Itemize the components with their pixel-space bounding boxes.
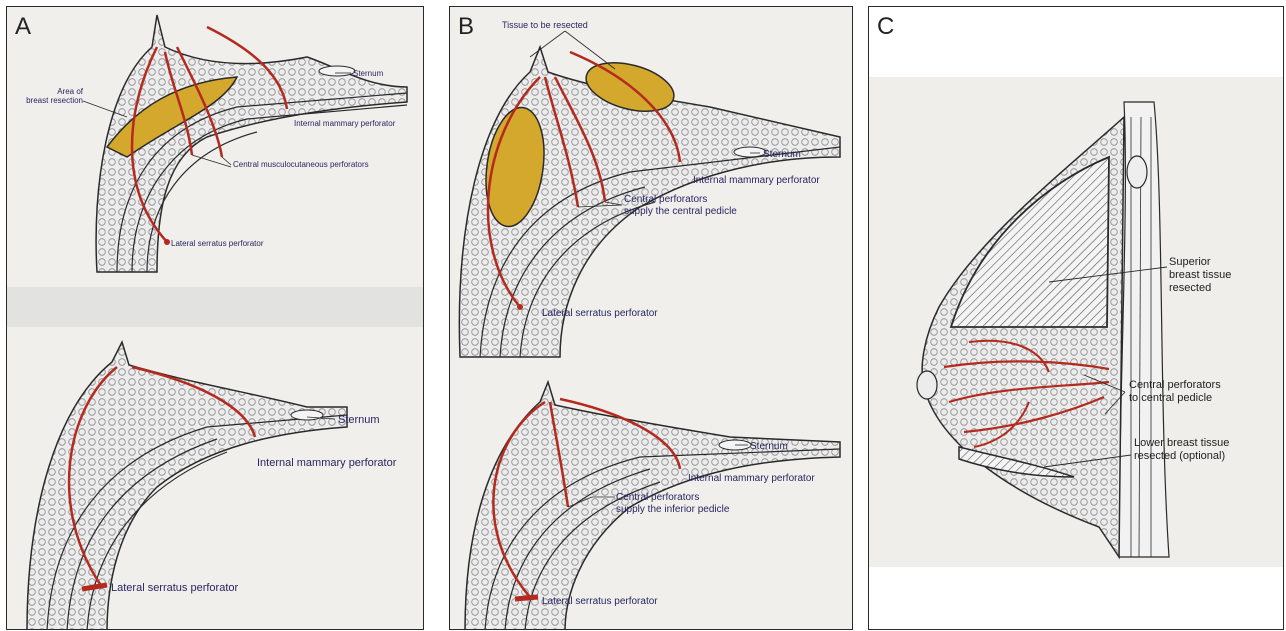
a-bottom-sternum-label: Sternum [338,414,380,426]
b-top-sternum-label: Sternum [763,149,801,160]
b-bottom-sternum-label: Sternum [750,441,788,452]
a-top-central-label: Central musculocutaneous perforators [233,160,369,169]
b-top-lateral-label: Lateral serratus perforator [542,308,658,319]
c-central-label-2: to central pedicle [1129,392,1212,404]
a-top-lateral-label: Lateral serratus perforator [171,239,264,248]
b-top-central-label-2: supply the central pedicle [624,206,737,217]
panel-c: C Superior breast tissue [868,6,1284,630]
panel-letter-c: C [877,13,894,41]
a-area-label-1: Area of [57,87,84,96]
panel-letter-a: A [15,13,31,41]
c-superior-label-1: Superior [1169,256,1211,268]
panel-a: A Area of breast resection Sternum Inter… [6,6,424,630]
b-top-internal-label: Internal mammary perforator [693,175,820,186]
b-bottom-central-label-1: Central perforators [616,492,699,503]
b-tissue-label: Tissue to be resected [502,20,588,30]
a-area-label-2: breast resection [26,96,83,105]
panel-c-illustration: Superior breast tissue resected Central … [869,7,1284,630]
a-top-sternum-label: Sternum [353,69,384,78]
panel-letter-b: B [458,13,474,41]
c-superior-label-2: breast tissue [1169,269,1231,281]
c-lower-label-1: Lower breast tissue [1134,437,1229,449]
b-bottom-central-label-2: supply the inferior pedicle [616,504,730,515]
b-bottom-lateral-label: Lateral serratus perforator [542,596,658,607]
a-bottom-lateral-label: Lateral serratus perforator [111,582,239,594]
a-bottom-internal-label: Internal mammary perforator [257,457,397,469]
a-top-internal-label: Internal mammary perforator [294,119,396,128]
c-superior-label-3: resected [1169,282,1211,294]
panel-a-illustration: Area of breast resection Sternum Interna… [7,7,424,630]
c-central-label-1: Central perforators [1129,379,1221,391]
c-lower-label-2: resected (optional) [1134,450,1225,462]
b-bottom-internal-label: Internal mammary perforator [688,473,815,484]
panel-b: B Tissue to be resected Sternum Internal… [449,6,853,630]
panel-b-illustration: Tissue to be resected Sternum Internal m… [450,7,853,630]
b-top-central-label-1: Central perforators [624,194,707,205]
